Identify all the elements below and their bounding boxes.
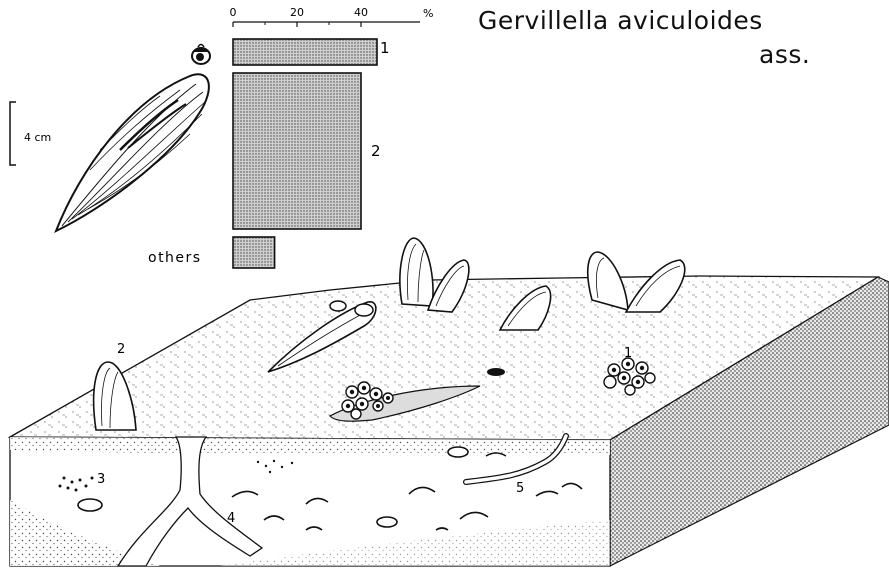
bar-label-1: 1 — [380, 39, 390, 57]
axis-tick-label: 20 — [290, 6, 304, 19]
block-label-3: 3 — [97, 472, 105, 487]
gastropod-icon — [192, 45, 210, 65]
bar-label-others: others — [148, 250, 202, 266]
bar-others — [233, 237, 275, 268]
gervillella-shell-icon — [56, 74, 209, 231]
bar-label-2: 2 — [371, 142, 381, 160]
bar-1 — [233, 39, 377, 65]
block-label-1: 1 — [624, 346, 632, 361]
scale-bar-label: 4 cm — [24, 131, 51, 144]
block-label-5: 5 — [516, 481, 524, 496]
block-label-2: 2 — [117, 342, 125, 357]
scale-bar: 4 cm — [10, 102, 51, 165]
bar-2 — [233, 73, 361, 229]
percent-chart: 0 20 40 % 1 2 others — [148, 6, 433, 268]
axis-ticks: 0 20 40 — [230, 6, 369, 27]
axis-tick-label: 0 — [230, 6, 237, 19]
axis-unit-label: % — [423, 7, 433, 20]
bars-group — [233, 39, 377, 268]
axis-tick-label: 40 — [354, 6, 368, 19]
block-diagram: 1 2 3 4 5 — [10, 238, 889, 566]
block-label-4: 4 — [227, 511, 235, 526]
burrow-opening — [487, 368, 505, 376]
